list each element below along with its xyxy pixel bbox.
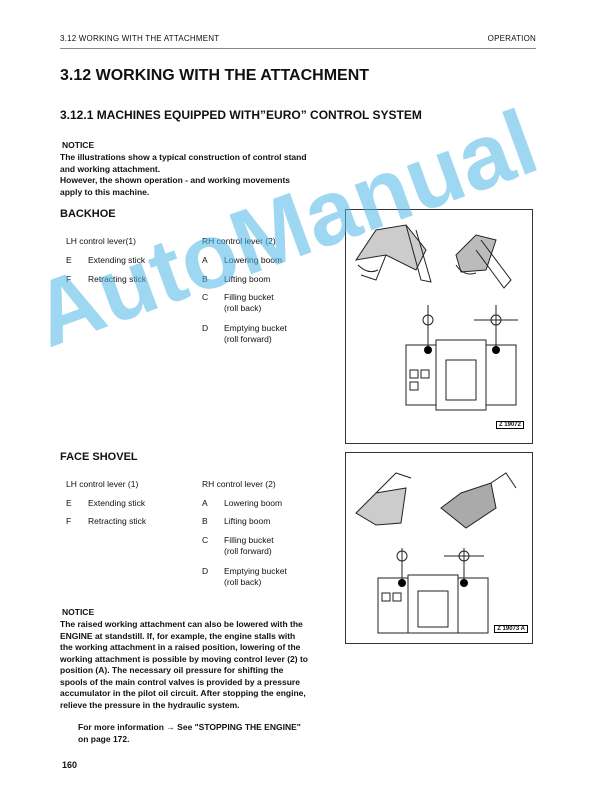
notice-line: However, the shown operation - and worki…	[60, 175, 291, 185]
rh-label: Lowering boom	[224, 498, 283, 508]
notice-line: ENGINE at standstill. If, for example, t…	[60, 630, 296, 641]
rh-label: Emptying bucket (roll back)	[224, 566, 287, 588]
rh-label-line1: Emptying bucket	[224, 323, 287, 333]
rh-label-line2: (roll forward)	[224, 334, 272, 344]
rh-label-line2: (roll back)	[224, 303, 262, 313]
notice-line: working attachment is possible by moving…	[60, 653, 308, 664]
face-shovel-illustration	[355, 472, 517, 634]
rh-label-line1: Filling bucket	[224, 292, 274, 302]
rh-label: Lifting boom	[224, 274, 271, 284]
notice-title: NOTICE	[62, 607, 95, 617]
notice-title: NOTICE	[62, 140, 95, 150]
face-shovel-figure: Z 19073 A	[345, 452, 533, 644]
rh-label: Filling bucket (roll back)	[224, 292, 274, 314]
lh-key: F	[66, 516, 72, 526]
lh-header: LH control lever(1)	[66, 236, 136, 246]
rh-label-line2: (roll forward)	[224, 546, 272, 556]
backhoe-illustration	[354, 224, 518, 411]
rh-key: B	[202, 274, 208, 284]
more-info-line: on page 172.	[78, 733, 130, 744]
backhoe-heading: BACKHOE	[60, 208, 116, 220]
notice-body: The illustrations show a typical constru…	[60, 152, 335, 198]
more-info: For more information → See "STOPPING THE…	[78, 722, 338, 745]
rh-key: B	[202, 516, 208, 526]
lh-key: E	[66, 255, 72, 265]
section-subtitle: 3.12.1 MACHINES EQUIPPED WITH”EURO” CONT…	[60, 108, 422, 122]
notice-line: The raised working attachment can also b…	[60, 619, 303, 629]
backhoe-figure: Z 19072	[345, 209, 533, 444]
notice-line: The illustrations show a typical constru…	[60, 152, 307, 162]
notice-line: the working attachment in a raised posit…	[60, 642, 301, 652]
header-rule	[60, 48, 536, 49]
rh-key: C	[202, 292, 209, 302]
notice-line: apply to this machine.	[60, 186, 150, 197]
notice-line: relieve the pressure in the hydraulic sy…	[60, 699, 240, 710]
rh-label: Filling bucket (roll forward)	[224, 535, 274, 557]
rh-header: RH control lever (2)	[202, 236, 276, 246]
lh-key: F	[66, 274, 72, 284]
page-number: 160	[62, 760, 78, 770]
rh-header: RH control lever (2)	[202, 479, 276, 489]
more-info-line: For more information → See "STOPPING THE…	[78, 722, 301, 732]
rh-label-line1: Emptying bucket	[224, 566, 287, 576]
rh-label: Lowering boom	[224, 255, 283, 265]
notice-body: The raised working attachment can also b…	[60, 619, 333, 711]
rh-label-line2: (roll back)	[224, 577, 262, 587]
lh-label: Retracting stick	[88, 516, 147, 526]
lh-label: Retracting stick	[88, 274, 147, 284]
notice-line: position (A). The necessary oil pressure…	[60, 665, 284, 675]
rh-label: Lifting boom	[224, 516, 271, 526]
rh-label: Emptying bucket (roll forward)	[224, 323, 287, 345]
notice-line: and working attachment.	[60, 163, 161, 174]
running-header-left: 3.12 WORKING WITH THE ATTACHMENT	[60, 34, 220, 43]
lh-label: Extending stick	[88, 255, 146, 265]
lh-header: LH control lever (1)	[66, 479, 139, 489]
rh-label-line1: Filling bucket	[224, 535, 274, 545]
running-header-right: OPERATION	[487, 34, 536, 43]
notice-line: accumulator in the pilot oil circuit. Af…	[60, 688, 306, 698]
rh-key: C	[202, 535, 209, 545]
page-title: 3.12 WORKING WITH THE ATTACHMENT	[60, 67, 370, 84]
figure-label: Z 19072	[495, 421, 524, 429]
figure-label: Z 19073 A	[494, 625, 528, 633]
lh-key: E	[66, 498, 72, 508]
face-shovel-heading: FACE SHOVEL	[60, 451, 138, 463]
notice-line: spools of the main control valves is pro…	[60, 676, 300, 687]
rh-key: A	[202, 498, 208, 508]
rh-key: A	[202, 255, 208, 265]
rh-key: D	[202, 323, 209, 333]
lh-label: Extending stick	[88, 498, 146, 508]
rh-key: D	[202, 566, 209, 576]
